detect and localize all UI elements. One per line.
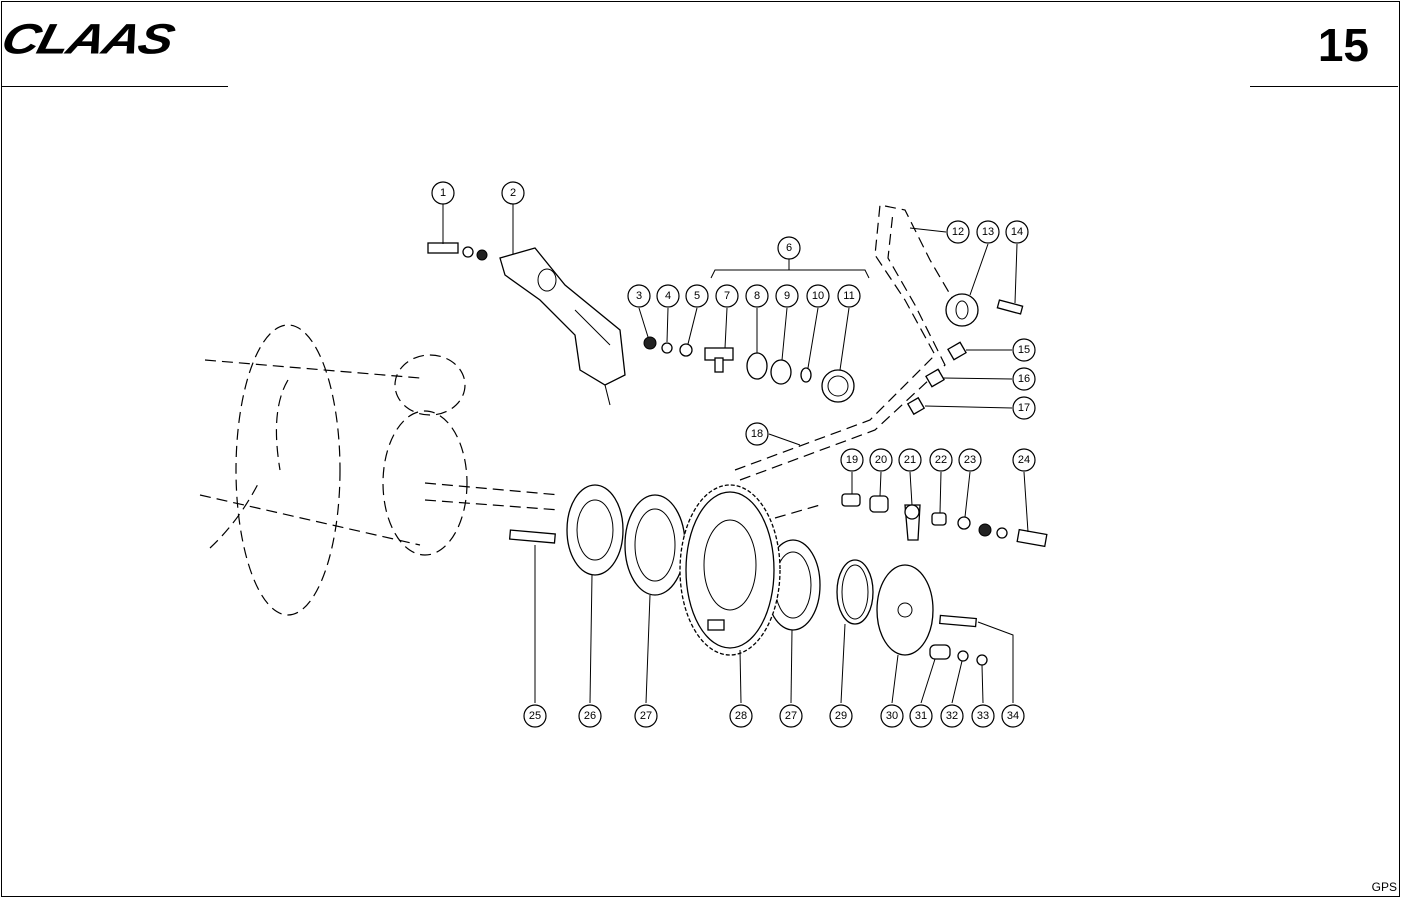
- leader-lines: [442, 204, 1029, 704]
- callout-label: 11: [843, 290, 854, 302]
- callout-25: 25: [523, 704, 547, 728]
- header-rule-left: [2, 86, 228, 87]
- sprocket-small-part: [945, 293, 1024, 327]
- callout-label: 21: [904, 454, 916, 466]
- callout-label: 17: [1018, 402, 1030, 414]
- callout-10: 10: [806, 284, 830, 308]
- callout-label: 27: [785, 710, 797, 722]
- callout-label: 30: [886, 710, 898, 722]
- callout-13: 13: [976, 220, 1000, 244]
- callout-32: 32: [940, 704, 964, 728]
- callout-label: 4: [665, 290, 671, 302]
- callout-label: 22: [935, 454, 947, 466]
- callout-label: 3: [636, 290, 642, 302]
- callout-18: 18: [745, 422, 769, 446]
- hub-part: [566, 484, 624, 576]
- callout-label: 25: [529, 710, 541, 722]
- callout-label: 32: [946, 710, 958, 722]
- pressure-plate-part: [876, 564, 934, 656]
- callout-27a: 27: [634, 704, 658, 728]
- callout-label: 12: [952, 226, 964, 238]
- callout-label: 34: [1007, 710, 1019, 722]
- callout-34: 34: [1001, 704, 1025, 728]
- callout-label: 9: [784, 290, 790, 302]
- snap-ring-part: [836, 559, 874, 625]
- callout-15: 15: [1012, 338, 1036, 362]
- callout-26: 26: [578, 704, 602, 728]
- callout-9: 9: [775, 284, 799, 308]
- callout-label: 8: [754, 290, 760, 302]
- callout-12: 12: [946, 220, 970, 244]
- callout-24: 24: [1012, 448, 1036, 472]
- header-rule-right: [1250, 86, 1398, 87]
- long-bolt-part: [508, 529, 556, 544]
- spring-set-parts: [929, 614, 988, 666]
- callout-label: 6: [786, 242, 792, 254]
- callout-21: 21: [898, 448, 922, 472]
- callout-label: 5: [694, 290, 700, 302]
- callout-label: 18: [751, 428, 763, 440]
- callout-label: 1: [440, 187, 446, 199]
- callout-label: 16: [1018, 373, 1030, 385]
- callout-1: 1: [431, 181, 455, 205]
- page-number: 15: [1317, 19, 1369, 71]
- housing-outline: [199, 324, 561, 616]
- callout-label: 24: [1018, 454, 1030, 466]
- callout-label: 33: [977, 710, 989, 722]
- chain-link-parts: [906, 341, 967, 416]
- callout-6: 6: [777, 236, 801, 260]
- bracket-part: [499, 247, 626, 406]
- callout-2: 2: [501, 181, 525, 205]
- callout-label: 23: [964, 454, 976, 466]
- callout-29: 29: [829, 704, 853, 728]
- callout-label: 19: [846, 454, 858, 466]
- idler-assembly-parts: [643, 336, 855, 403]
- callout-19: 19: [840, 448, 864, 472]
- callout-label: 13: [982, 226, 994, 238]
- callout-28: 28: [729, 704, 753, 728]
- callout-label: 7: [724, 290, 730, 302]
- main-sprocket-part: [679, 484, 781, 656]
- callout-16: 16: [1012, 367, 1036, 391]
- callout-label: 14: [1011, 226, 1023, 238]
- callout-label: 31: [915, 710, 927, 722]
- callout-11: 11: [837, 284, 861, 308]
- tensioner-parts: [841, 493, 1048, 548]
- callout-label: 2: [510, 187, 516, 199]
- callout-30: 30: [880, 704, 904, 728]
- callout-7: 7: [715, 284, 739, 308]
- callout-33: 33: [971, 704, 995, 728]
- callout-23: 23: [958, 448, 982, 472]
- callout-label: 20: [875, 454, 887, 466]
- callout-3: 3: [627, 284, 651, 308]
- callout-label: 10: [812, 290, 824, 302]
- callout-5: 5: [685, 284, 709, 308]
- callout-27b: 27: [779, 704, 803, 728]
- callout-label: 15: [1018, 344, 1030, 356]
- callout-label: 29: [835, 710, 847, 722]
- callout-31: 31: [909, 704, 933, 728]
- callout-4: 4: [656, 284, 680, 308]
- callout-22: 22: [929, 448, 953, 472]
- callout-label: 28: [735, 710, 747, 722]
- callout-20: 20: [869, 448, 893, 472]
- callout-label: 26: [584, 710, 596, 722]
- chain-part: [734, 204, 966, 519]
- callout-14: 14: [1005, 220, 1029, 244]
- bolt-part: [427, 242, 488, 261]
- document-code: GPS: [1371, 880, 1397, 894]
- callout-label: 27: [640, 710, 652, 722]
- callout-17: 17: [1012, 396, 1036, 420]
- callout-8: 8: [745, 284, 769, 308]
